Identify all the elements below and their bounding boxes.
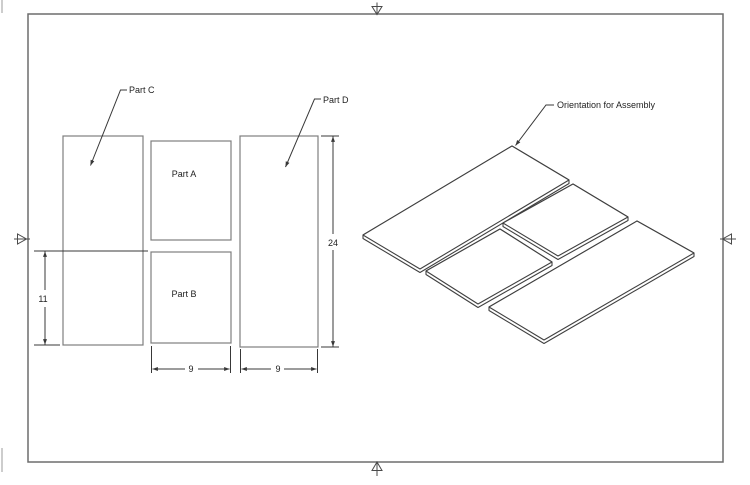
dim-right-panel-height: 24 bbox=[321, 135, 339, 348]
center-mark-right bbox=[720, 233, 736, 245]
isometric-view: Orientation for Assembly bbox=[362, 100, 695, 345]
iso-panel-top-face bbox=[502, 183, 629, 257]
part-d-callout: Part D bbox=[285, 95, 349, 168]
part-b-outline bbox=[150, 251, 232, 344]
dim-right-width: 9 bbox=[240, 349, 318, 374]
iso-panel-top-face bbox=[488, 220, 695, 341]
orientation-leader-line bbox=[515, 104, 554, 146]
iso-panel-top-face bbox=[362, 145, 570, 270]
part-c-leader-line bbox=[90, 89, 127, 166]
center-mark-bottom bbox=[371, 461, 383, 476]
dim-text-9-right: 9 bbox=[275, 364, 280, 374]
dim-middle-width: 9 bbox=[151, 346, 231, 374]
part-c-callout: Part C bbox=[90, 85, 155, 166]
orientation-label: Orientation for Assembly bbox=[557, 100, 656, 110]
center-marks bbox=[14, 2, 736, 476]
part-d-label: Part D bbox=[323, 95, 349, 105]
iso-panel-bottom-right bbox=[488, 220, 695, 345]
part-d-outline bbox=[239, 135, 319, 348]
part-d-leader-line bbox=[285, 98, 321, 168]
iso-panel-lower-middle bbox=[425, 228, 553, 309]
dim-lower-left-height: 11 bbox=[34, 251, 60, 346]
iso-panel-top-left bbox=[362, 145, 570, 274]
iso-panel-top-face bbox=[425, 228, 553, 305]
dim-text-9-middle: 9 bbox=[188, 364, 193, 374]
center-mark-top bbox=[371, 2, 383, 16]
part-a-outline bbox=[150, 140, 232, 241]
sheet-border bbox=[27, 13, 724, 463]
dim-text-11: 11 bbox=[38, 294, 47, 304]
flat-pattern-view: 11 24 9 9 Part A Part B bbox=[34, 85, 349, 374]
part-b-label: Part B bbox=[171, 289, 196, 299]
dim-text-24: 24 bbox=[328, 238, 338, 248]
part-c-outline bbox=[62, 135, 144, 346]
orientation-callout: Orientation for Assembly bbox=[515, 100, 656, 146]
iso-panel-upper-middle bbox=[502, 183, 629, 261]
center-mark-left bbox=[14, 233, 30, 245]
part-c-label: Part C bbox=[129, 85, 155, 95]
part-a-label: Part A bbox=[172, 169, 197, 179]
